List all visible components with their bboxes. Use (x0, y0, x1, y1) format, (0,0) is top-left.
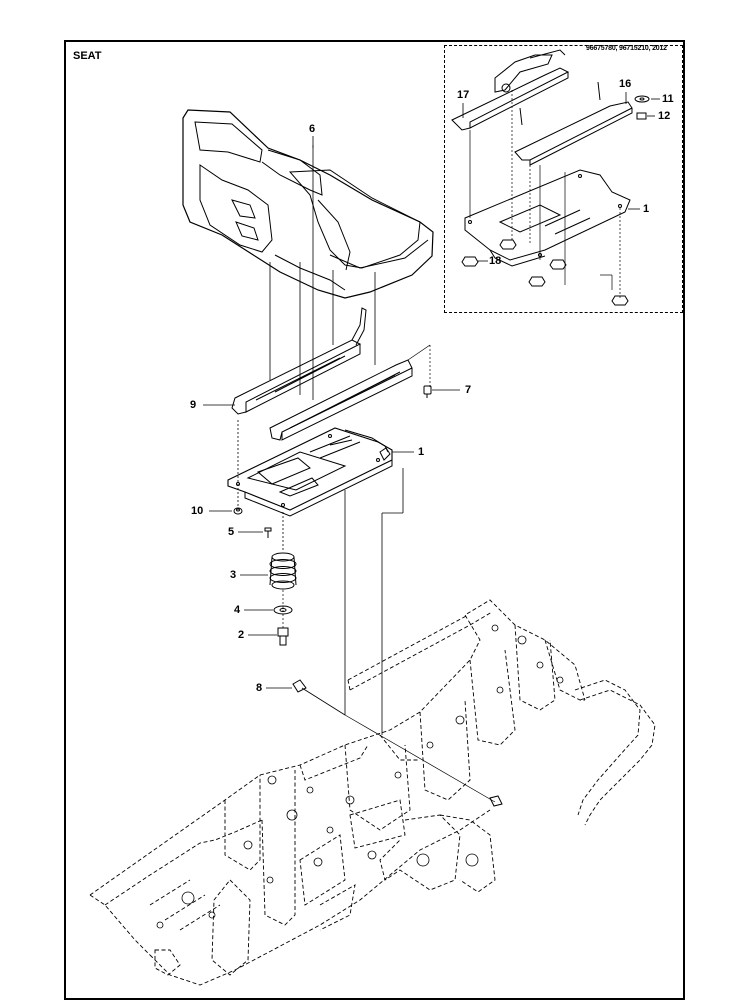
frame-bolt (344, 714, 503, 807)
callout-10: 10 (191, 505, 204, 517)
frame-holes (156, 624, 564, 929)
callout-9: 9 (190, 399, 197, 411)
callout-3: 3 (230, 569, 237, 581)
washer-11 (634, 95, 650, 103)
bolt-7 (423, 385, 432, 398)
callout-leaders (203, 92, 660, 689)
bolt-5 (264, 527, 272, 538)
seat-plate (227, 427, 393, 517)
callout-16: 16 (619, 78, 632, 90)
inset-reference: 96675780, 96715210, 2012 (586, 45, 667, 52)
callout-6: 6 (309, 123, 316, 135)
callout-8: 8 (256, 682, 263, 694)
seat-cushion (182, 109, 434, 299)
callout-7: 7 (465, 384, 472, 396)
bolt-8 (292, 679, 346, 716)
callout-1-inset: 1 (643, 203, 650, 215)
spring-3 (269, 552, 297, 590)
tractor-frame (89, 599, 656, 986)
callout-18: 18 (489, 255, 502, 267)
bolt-2 (277, 590, 289, 646)
inset-detail-frame (444, 45, 683, 313)
callout-5: 5 (228, 526, 235, 538)
callout-2: 2 (238, 629, 245, 641)
callout-17: 17 (457, 89, 470, 101)
inset-plate (464, 169, 631, 267)
inset-nuts (461, 239, 629, 306)
drawing-frame (64, 40, 685, 1000)
callout-12: 12 (658, 110, 671, 122)
callout-4: 4 (234, 604, 241, 616)
seat-mount-lines (269, 145, 376, 400)
nut-10 (233, 507, 243, 515)
page-title: SEAT (73, 50, 102, 62)
slide-rails (231, 307, 431, 441)
bolt-12 (636, 112, 647, 120)
callout-11: 11 (662, 93, 674, 105)
plate-to-frame-lines (237, 420, 404, 735)
callout-1: 1 (418, 446, 425, 458)
inset-rails (451, 49, 633, 166)
inset-leader-lines (469, 90, 621, 298)
